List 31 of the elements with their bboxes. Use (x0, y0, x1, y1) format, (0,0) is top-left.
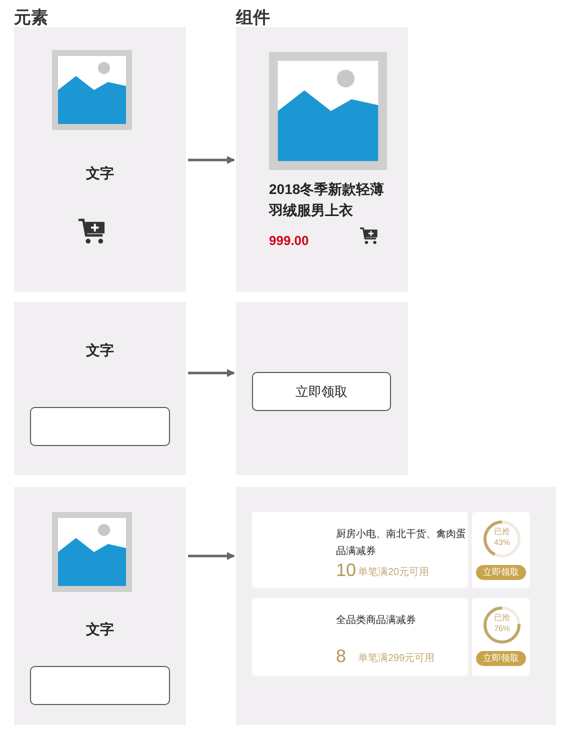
element-panel (14, 487, 186, 725)
price: 999.00 (269, 232, 309, 250)
usage-condition: 单笔满20元可用 (358, 566, 430, 580)
coupon-title: 厨房小电、南北干货、禽肉蛋品满减券 (336, 528, 466, 559)
coupon-title: 全品类商品满减券 (336, 614, 417, 628)
claim-card (472, 598, 530, 676)
usage-condition: 单笔满299元可用 (358, 652, 435, 666)
element-panel (14, 302, 186, 475)
discount-amount: 10 (336, 560, 356, 580)
claim-card (472, 512, 530, 588)
arrow (188, 369, 235, 377)
arrow (188, 156, 235, 164)
product-card (236, 27, 408, 292)
component-panel (236, 302, 408, 475)
text-label: 文字 (85, 341, 115, 360)
element-panel (14, 27, 186, 292)
text-label: 文字 (85, 164, 115, 183)
claim-button: 立即领取 (476, 565, 526, 580)
claim-button: 立即领取 (476, 651, 526, 666)
discount-amount: 8 (336, 646, 346, 666)
claimed-percent: 已抢 76% (492, 612, 511, 634)
column-heading: 组件 (236, 7, 270, 29)
text-label: 文字 (85, 620, 115, 639)
input-field (30, 666, 170, 705)
column-heading: 元素 (14, 7, 48, 29)
claim-button: 立即领取 (252, 372, 391, 411)
arrow (188, 552, 235, 560)
component-panel (236, 487, 556, 725)
claimed-percent: 已抢 43% (492, 526, 511, 548)
input-field (30, 407, 170, 446)
product-title: 2018冬季新款轻薄羽绒服男上衣 (269, 180, 386, 220)
